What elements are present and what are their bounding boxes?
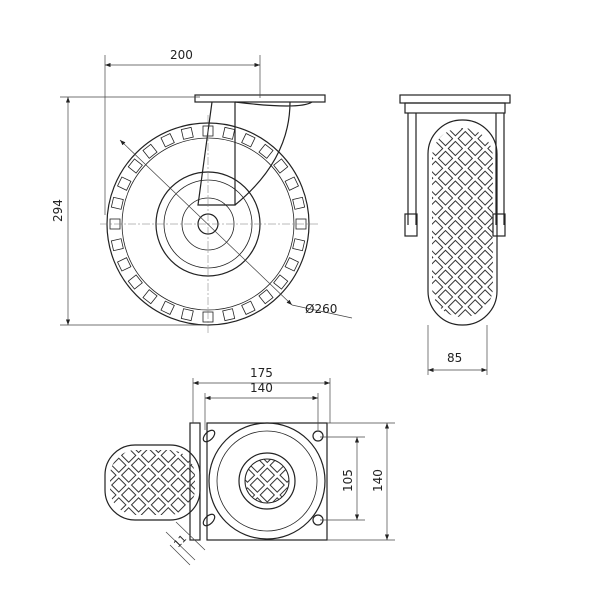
- front-tire: [427, 119, 498, 326]
- tread-block: [241, 300, 256, 315]
- hub-tread: [244, 458, 290, 504]
- front-view: 85: [399, 94, 511, 375]
- dimension-line: [119, 139, 293, 306]
- dim-hole-spacing-length: 140: [250, 381, 273, 395]
- side-view: 200 294 Ø260: [51, 48, 353, 335]
- tread-block: [117, 257, 132, 272]
- mounting-holes: [202, 429, 324, 527]
- fork-sides: [407, 113, 505, 225]
- mounting-slot: [202, 429, 216, 443]
- swivel-ring: [216, 430, 318, 532]
- front-tread: [432, 128, 493, 317]
- tread-block: [160, 300, 175, 315]
- dim-plate-width: 140: [371, 469, 385, 492]
- swivel-ring-outer: [208, 422, 326, 540]
- axle-nut-right: [492, 213, 506, 237]
- tread-block: [180, 126, 194, 140]
- dimension-line: [169, 544, 191, 566]
- dim-wheel-diameter: Ø260: [305, 302, 337, 316]
- tread-block: [180, 308, 194, 322]
- tread-block: [284, 176, 299, 191]
- tread-block: [117, 176, 132, 191]
- axle-nut-left: [404, 213, 418, 237]
- mounting-slot: [202, 513, 216, 527]
- tread-block: [284, 257, 299, 272]
- tread-block: [292, 196, 306, 210]
- dim-overall-width: 200: [170, 48, 193, 62]
- dim-wheel-width: 85: [447, 351, 462, 365]
- hub-ring: [238, 452, 296, 510]
- tread-block: [110, 196, 124, 210]
- mounting-hole: [312, 430, 324, 442]
- tread-block: [110, 238, 124, 252]
- tread-block: [222, 308, 236, 322]
- tread-block: [222, 126, 236, 140]
- dim-overall-height: 294: [51, 199, 65, 222]
- bottom-view: 175 140 105 140 11: [104, 366, 395, 566]
- tread-block: [292, 238, 306, 252]
- dim-plate-length: 175: [250, 366, 273, 380]
- fork-leg: [197, 101, 236, 206]
- swivel-bearing: [404, 102, 506, 114]
- leader-line: [291, 304, 353, 319]
- tread-block: [241, 133, 256, 148]
- dim-slot-width: 11: [172, 533, 189, 550]
- extension-line: [175, 521, 206, 551]
- extension-line: [165, 531, 196, 561]
- bottom-tread: [110, 450, 195, 515]
- front-top-plate: [399, 94, 511, 104]
- dim-hole-spacing-width: 105: [341, 469, 355, 492]
- tread-block: [160, 133, 175, 148]
